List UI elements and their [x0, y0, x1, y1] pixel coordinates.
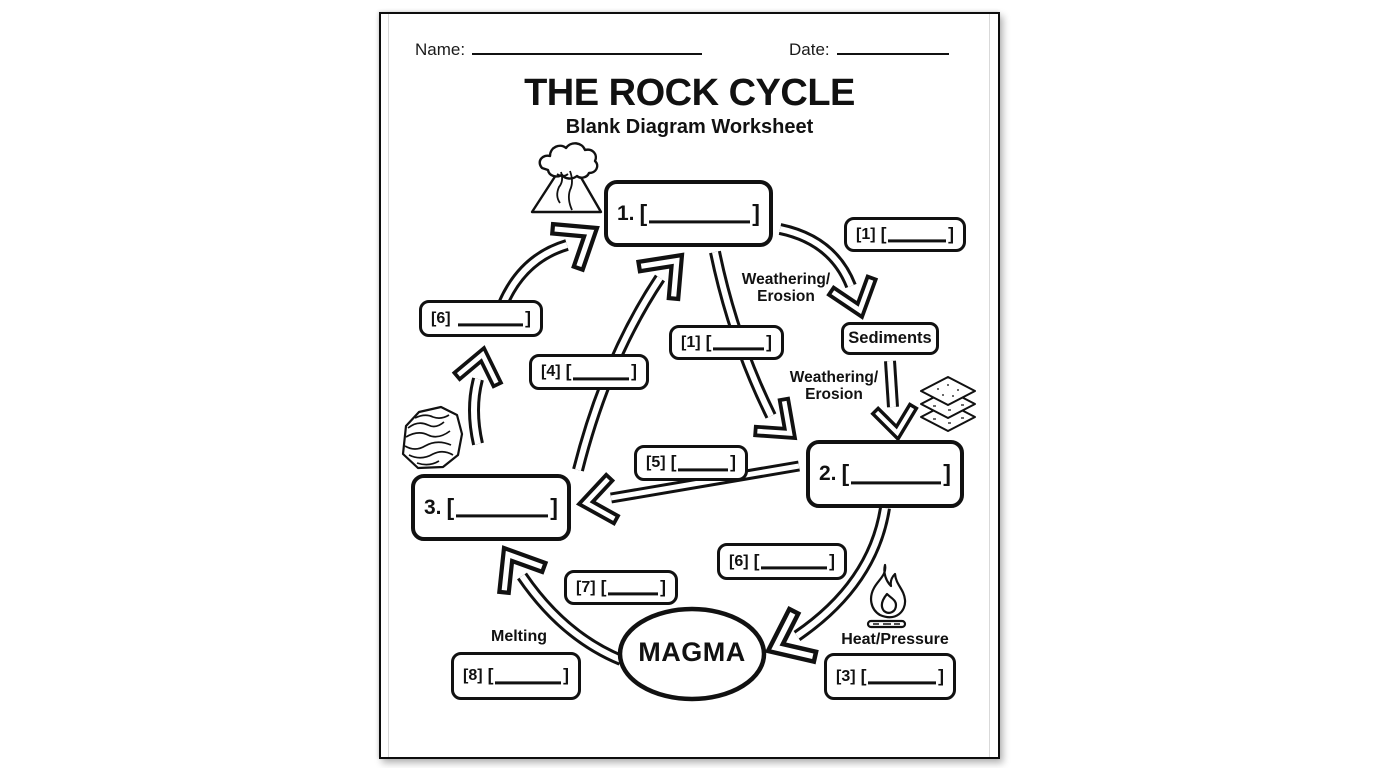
bracket-close: ] — [730, 452, 736, 473]
answer-blank-line — [761, 566, 828, 570]
bracket-close: ] — [752, 199, 760, 226]
magma-ellipse — [617, 606, 767, 702]
arrow-magma-to-box3 — [481, 534, 624, 666]
answer-box-process-1-right: [1][] — [844, 217, 966, 252]
bracket-close: ] — [525, 307, 531, 328]
answer-box-number: [7] — [576, 578, 596, 596]
arrow-sediments-to-box2 — [870, 360, 922, 444]
answer-box-process-6-left: [6]] — [419, 300, 543, 337]
label-line: Erosion — [805, 385, 863, 403]
date-field: Date: — [789, 38, 949, 60]
name-label: Name: — [415, 40, 466, 59]
answer-box-number: 1. — [617, 201, 635, 225]
answer-box-number: [5] — [646, 454, 666, 471]
answer-blank-line — [888, 239, 947, 243]
worksheet-page: Name: Date: THE ROCK CYCLE Blank Diagram… — [379, 12, 1000, 759]
answer-box-number: [4] — [541, 363, 561, 380]
date-blank-line — [836, 38, 949, 55]
bracket-open: [ — [860, 665, 867, 686]
bracket-open: [ — [565, 361, 572, 382]
arrow-box2-to-box3 — [573, 460, 800, 531]
arrow-box6-to-box1 — [497, 205, 612, 307]
answer-box-process-7: [7][] — [564, 570, 678, 605]
answer-blank-line — [868, 681, 937, 685]
answer-box-number: [8] — [463, 667, 483, 684]
bracket-close: ] — [550, 493, 558, 520]
page-subtitle: Blank Diagram Worksheet — [565, 116, 814, 138]
answer-box-process-6-bottom: [6][] — [717, 543, 847, 580]
answer-blank-line — [713, 347, 765, 351]
bracket-close: ] — [563, 665, 569, 686]
fire-icon — [866, 563, 907, 629]
answer-box-process-1-center: [1][] — [669, 325, 784, 360]
name-field: Name: — [415, 38, 703, 60]
scan-artifact-line — [388, 14, 389, 757]
bracket-open: [ — [753, 550, 760, 571]
metamorphic-rock-icon — [401, 405, 464, 470]
bracket-open: [ — [487, 665, 494, 686]
bracket-open: [ — [600, 576, 607, 597]
label-line: Weathering/ — [789, 369, 879, 386]
answer-box-3-metamorphic: 3.[] — [411, 474, 571, 541]
bracket-open: [ — [705, 331, 712, 352]
arrow-rock-to-box6 — [451, 341, 510, 446]
answer-blank-line — [851, 480, 942, 484]
answer-box-number: [6] — [729, 552, 749, 570]
label-line: Erosion — [757, 287, 815, 305]
melting-label: Melting — [491, 628, 547, 645]
answer-box-1-igneous: 1.[] — [604, 180, 773, 247]
bracket-close: ] — [766, 331, 772, 352]
bracket-close: ] — [938, 665, 944, 686]
answer-box-number: [6] — [431, 309, 451, 327]
answer-box-number: [1] — [856, 225, 876, 243]
arrow-box2-to-magma — [756, 507, 891, 677]
name-blank-line — [472, 38, 703, 55]
date-label: Date: — [789, 40, 830, 59]
volcano-icon — [530, 142, 603, 214]
answer-box-number: [3] — [836, 667, 856, 685]
bracket-close: ] — [660, 576, 666, 597]
bracket-close: ] — [631, 361, 637, 382]
bracket-open: [ — [880, 223, 887, 244]
bracket-open: [ — [841, 460, 850, 487]
bracket-close: ] — [948, 223, 954, 244]
answer-blank-line — [608, 592, 659, 596]
sediments-label: Sediments — [848, 329, 932, 347]
magma-label: MAGMA — [638, 637, 746, 667]
bracket-open: [ — [670, 452, 677, 473]
answer-box-process-5: [5][] — [634, 445, 748, 481]
sediments-box: Sediments — [841, 322, 939, 355]
bracket-close: ] — [943, 460, 951, 487]
answer-box-process-4: [4][] — [529, 354, 649, 390]
answer-box-number: 3. — [424, 495, 442, 519]
heat-pressure-label: Heat/Pressure — [841, 631, 949, 648]
answer-blank-line — [456, 514, 549, 518]
scan-artifact-line — [989, 14, 990, 757]
answer-box-2-sedimentary: 2.[] — [806, 440, 964, 508]
answer-blank-line — [457, 323, 524, 327]
label-line: Weathering/ — [741, 271, 831, 288]
page-title: THE ROCK CYCLE — [524, 72, 855, 114]
bracket-open: [ — [639, 199, 648, 226]
answer-box-process-8: [8][] — [451, 652, 581, 700]
answer-box-process-3: [3][] — [824, 653, 956, 700]
arrow-box1-to-sediments — [778, 223, 888, 327]
weathering-erosion-label-mid: Weathering/ Erosion — [774, 369, 894, 403]
answer-blank-line — [573, 376, 630, 380]
answer-box-number: [1] — [681, 333, 701, 351]
bracket-open: [ — [446, 493, 455, 520]
sediment-layers-icon — [920, 376, 976, 432]
bracket-close: ] — [829, 550, 835, 571]
answer-blank-line — [649, 220, 751, 224]
answer-box-number: 2. — [819, 462, 837, 485]
weathering-erosion-label-top: Weathering/ Erosion — [726, 271, 846, 305]
answer-blank-line — [495, 680, 562, 684]
answer-blank-line — [678, 467, 729, 471]
